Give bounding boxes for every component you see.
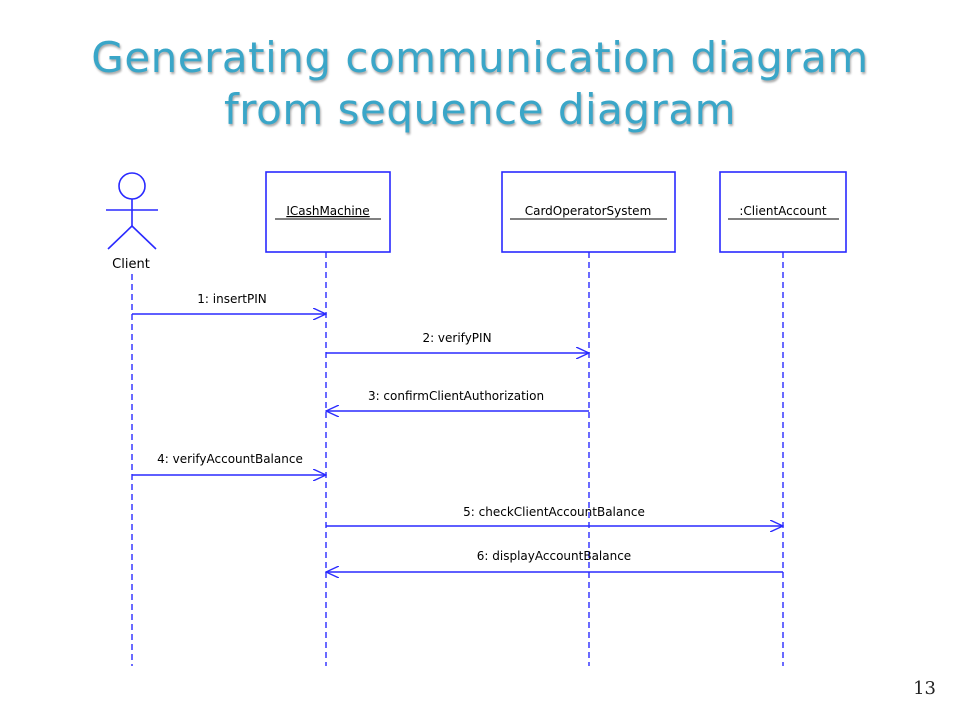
object-label: ICashMachine: [286, 204, 369, 218]
actor-label: Client: [112, 257, 150, 272]
message-label: 2: verifyPIN: [422, 331, 491, 345]
object-client-account: :ClientAccount: [719, 171, 847, 666]
object-cash-machine: ICashMachine: [265, 171, 391, 666]
actor-right-leg: [131, 225, 157, 250]
object-label: CardOperatorSystem: [525, 204, 652, 218]
object-box: [501, 171, 676, 253]
slide-title: Generating communication diagram from se…: [0, 32, 960, 136]
object-label: :ClientAccount: [739, 204, 827, 218]
actor-head: [118, 172, 146, 200]
message-5: 5: checkClientAccountBalance: [326, 505, 783, 526]
page-number: 13: [913, 678, 936, 699]
message-3: 3: confirmClientAuthorization: [326, 389, 589, 411]
message-label: 1: insertPIN: [197, 292, 266, 306]
message-label: 5: checkClientAccountBalance: [463, 505, 645, 519]
object-box: [265, 171, 391, 253]
actor-client: Client: [106, 172, 158, 666]
message-label: 3: confirmClientAuthorization: [368, 389, 544, 403]
object-card-operator-system: CardOperatorSystem: [501, 171, 676, 666]
slide-title-line-2: from sequence diagram: [224, 85, 736, 134]
message-4: 4: verifyAccountBalance: [132, 452, 326, 475]
message-1: 1: insertPIN: [132, 292, 326, 314]
message-label: 6: displayAccountBalance: [477, 549, 631, 563]
actor-left-leg: [107, 225, 133, 250]
object-box: [719, 171, 847, 253]
message-2: 2: verifyPIN: [326, 331, 589, 353]
message-6: 6: displayAccountBalance: [326, 549, 783, 572]
slide-title-line-1: Generating communication diagram: [91, 33, 869, 82]
message-label: 4: verifyAccountBalance: [157, 452, 303, 466]
